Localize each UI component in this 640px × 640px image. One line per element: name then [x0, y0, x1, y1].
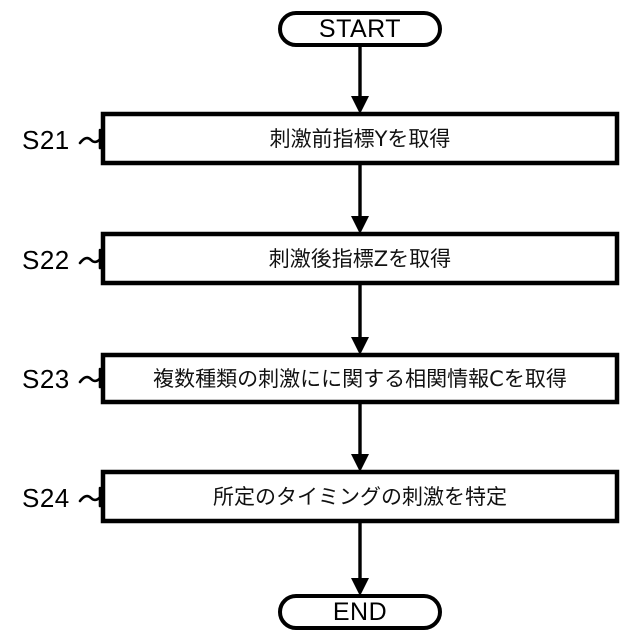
leader-line-s21 — [78, 135, 104, 145]
connector-start-to-s21 — [351, 45, 369, 114]
connector-s24-to-end — [351, 521, 369, 596]
step-label-s21: S21 — [22, 125, 70, 155]
arrow-head-icon — [351, 454, 369, 472]
start-terminator: START — [278, 11, 442, 47]
process-node-s21-label: 刺激前指標Yを取得 — [270, 127, 451, 151]
process-node-s23-label: 複数種類の刺激にに関する相関情報Cを取得 — [153, 367, 567, 391]
process-node-s23: 複数種類の刺激にに関する相関情報Cを取得 S23 — [22, 352, 620, 405]
end-terminator-shape — [278, 594, 442, 630]
process-node-s24-label: 所定のタイミングの刺激を特定 — [213, 485, 507, 509]
arrow-head-icon — [351, 337, 369, 355]
process-node-s21-shape — [100, 111, 620, 166]
process-node-s22-label: 刺激後指標Zを取得 — [269, 247, 451, 271]
connector-s22-to-s23 — [351, 283, 369, 355]
arrow-head-icon — [351, 96, 369, 114]
arrow-head-icon — [351, 578, 369, 596]
start-terminator-label: START — [319, 15, 401, 43]
end-terminator-label: END — [333, 598, 387, 626]
arrow-head-icon — [351, 216, 369, 234]
process-node-s22: 刺激後指標Zを取得 S22 — [22, 231, 620, 286]
process-node-s21: 刺激前指標Yを取得 S21 — [22, 111, 620, 166]
process-node-s24: 所定のタイミングの刺激を特定 S24 — [22, 469, 620, 524]
step-label-s22: S22 — [22, 245, 70, 275]
step-label-s24: S24 — [22, 483, 70, 513]
connector-s23-to-s24 — [351, 402, 369, 472]
leader-line-s24 — [78, 493, 104, 503]
end-terminator: END — [278, 594, 442, 630]
connector-s21-to-s22 — [351, 163, 369, 234]
process-node-s22-shape — [100, 231, 620, 286]
leader-line-s23 — [78, 374, 104, 384]
leader-line-s22 — [78, 255, 104, 265]
step-label-s23: S23 — [22, 364, 70, 394]
